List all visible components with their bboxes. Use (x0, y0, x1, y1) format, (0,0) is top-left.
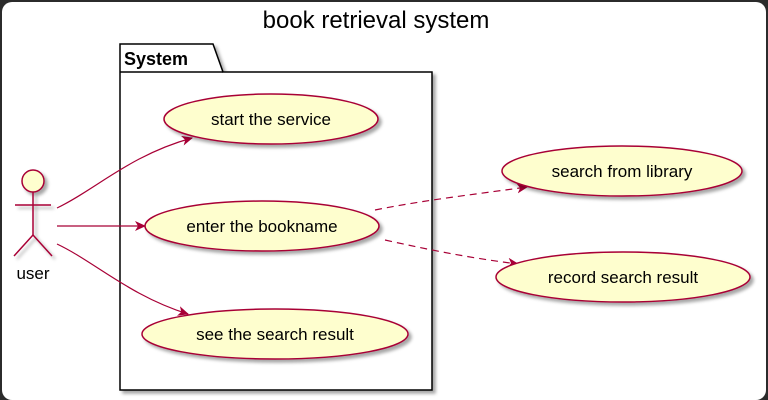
usecase-label: search from library (552, 162, 693, 181)
association-see (56, 243, 189, 316)
usecase-see-search-result: see the search result (141, 308, 409, 360)
diagram-title: book retrieval system (263, 7, 490, 34)
actor-label: user (16, 264, 49, 283)
usecase-search-from-library: search from library (501, 145, 743, 197)
actor-user (13, 169, 53, 257)
usecase-label: see the search result (196, 325, 354, 344)
association-start (56, 135, 193, 209)
usecase-label: enter the bookname (186, 217, 337, 236)
actor-head-icon (21, 169, 45, 193)
associations (56, 135, 193, 316)
usecase-label: record search result (548, 268, 699, 287)
dependency-record-result (384, 239, 519, 268)
dependency-search-library (374, 183, 528, 211)
usecase-start-service: start the service (163, 93, 379, 145)
usecase-record-search-result: record search result (495, 251, 751, 303)
usecase-label: start the service (211, 110, 331, 129)
dependencies (374, 183, 528, 268)
system-package-label: System (124, 49, 188, 69)
usecase-enter-bookname: enter the bookname (144, 200, 380, 252)
